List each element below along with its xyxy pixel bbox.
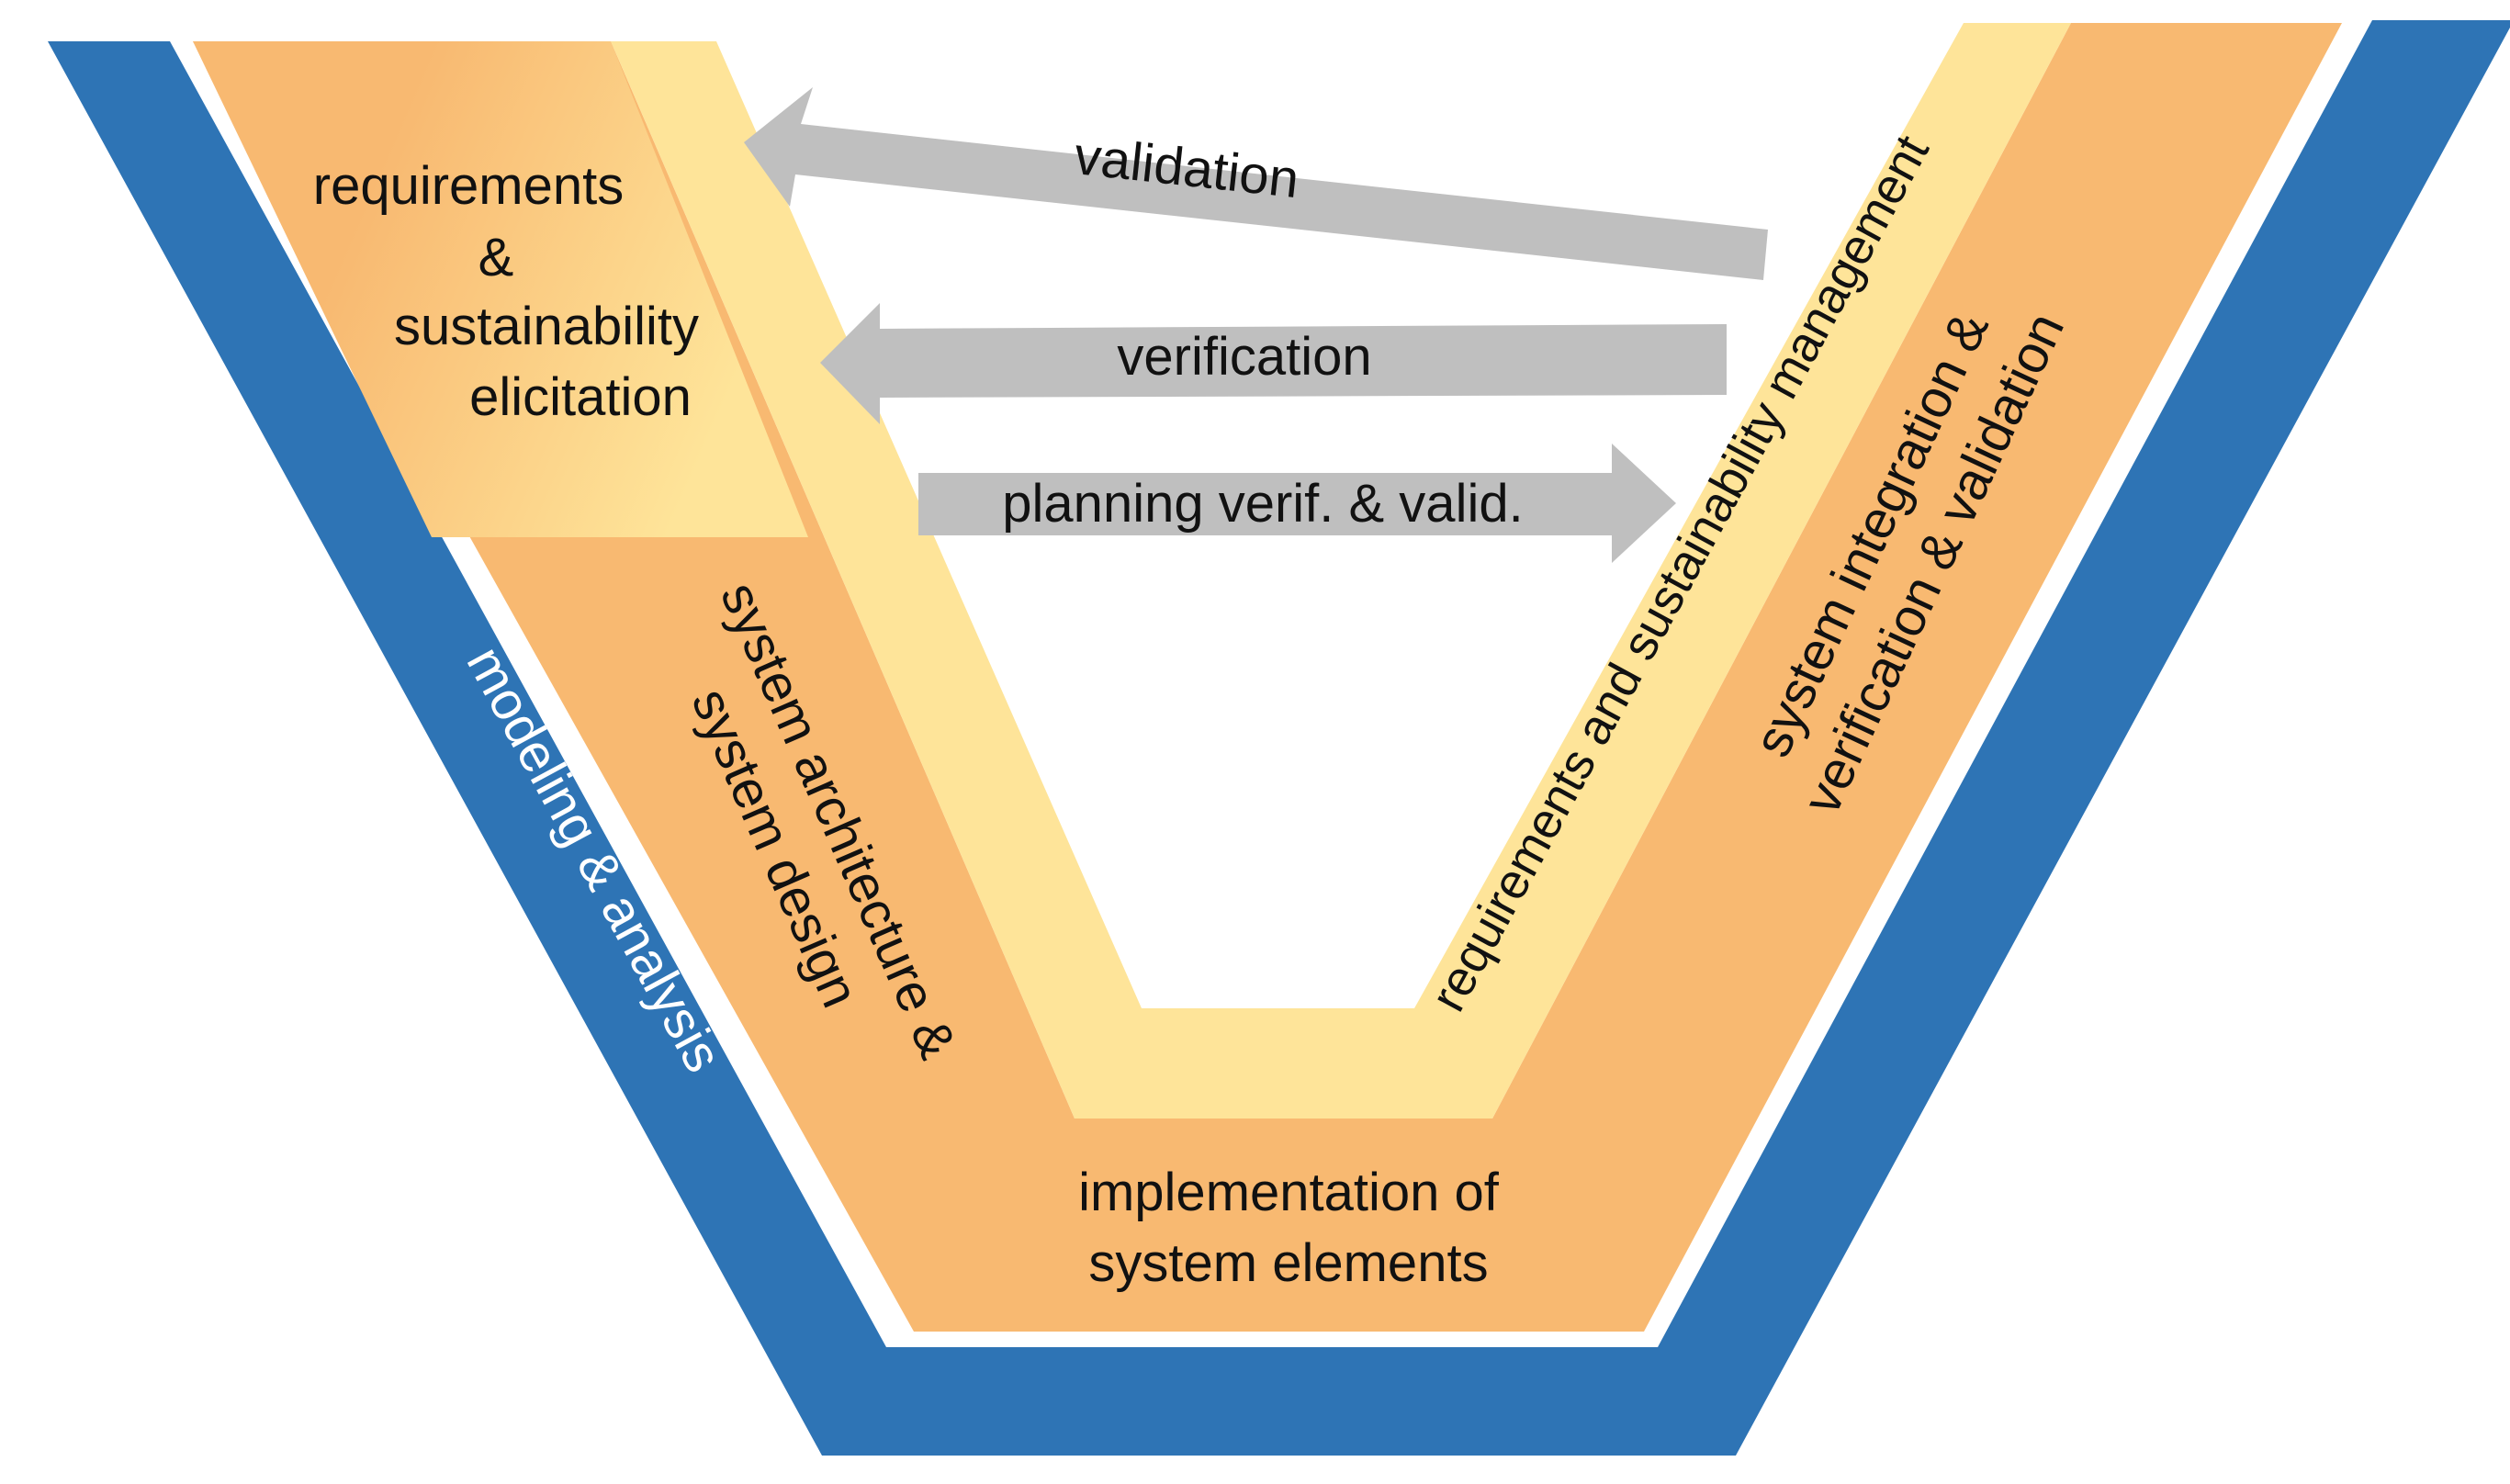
implementation-line-2: system elements: [1088, 1233, 1488, 1293]
requirements-line-4: elicitation: [469, 367, 692, 427]
management-yellow-band: [611, 23, 2071, 1119]
planning-arrow-label: planning verif. & valid.: [1002, 474, 1523, 534]
verification-arrow: verification: [820, 303, 1727, 424]
requirements-elicitation-label: requirements & sustainability elicitatio…: [313, 156, 699, 427]
requirements-line-2: &: [478, 228, 514, 287]
requirements-line-3: sustainability: [394, 297, 699, 356]
modeling-analysis-band: [48, 20, 2510, 1456]
planning-arrow: planning verif. & valid.: [918, 444, 1676, 563]
verification-arrow-label: verification: [1117, 327, 1371, 387]
implementation-line-1: implementation of: [1078, 1163, 1500, 1222]
requirements-elicitation-block: [193, 41, 808, 537]
validation-arrow: validation: [744, 87, 1768, 280]
implementation-label: implementation of system elements: [1078, 1163, 1500, 1293]
requirements-line-1: requirements: [313, 156, 624, 216]
